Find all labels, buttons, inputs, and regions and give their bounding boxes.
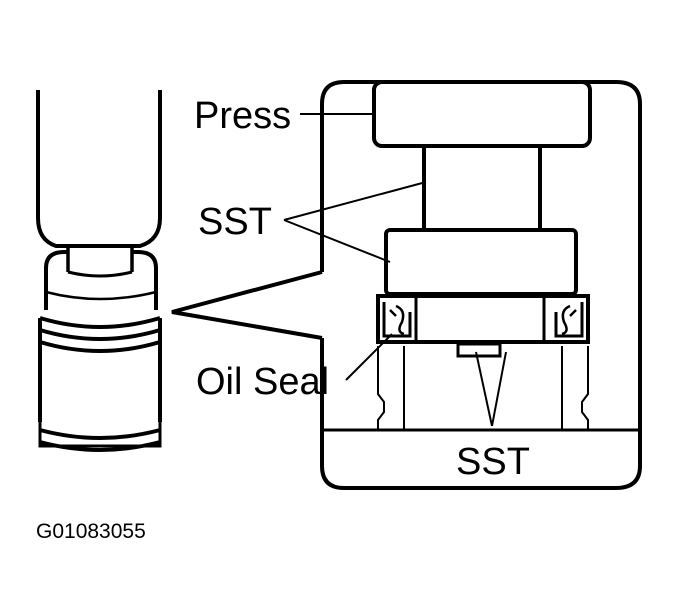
figure-code: G01083055 <box>36 520 146 543</box>
oil-seal <box>376 294 590 344</box>
press-label: Press <box>194 95 291 137</box>
detail-view <box>283 80 642 490</box>
cylinder-assembly <box>36 90 162 452</box>
press-head <box>372 80 592 148</box>
oil-seal-label: Oil Seal <box>196 361 329 403</box>
sst-lower-fixture <box>322 342 640 432</box>
sst-driver-block <box>384 228 578 296</box>
sst-upper-label: SST <box>198 201 272 243</box>
sst-lower-label: SST <box>456 441 530 483</box>
callout-pointer <box>171 270 323 340</box>
